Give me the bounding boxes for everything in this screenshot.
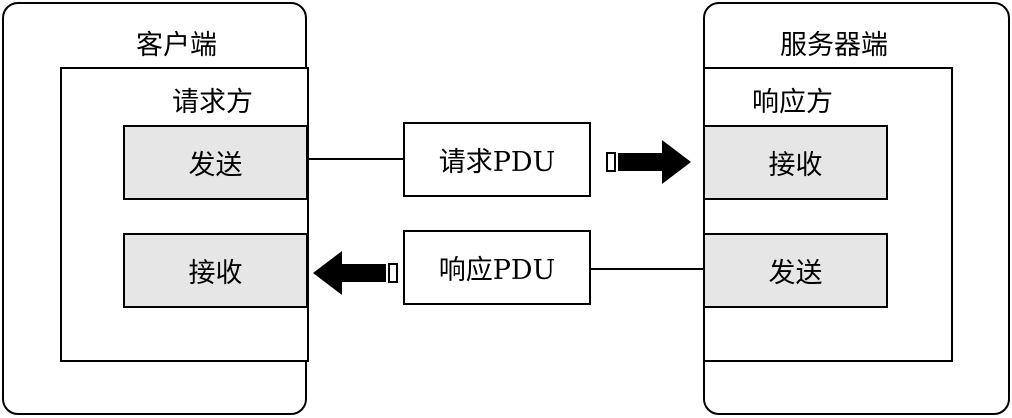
client-role-label: 请求方 — [172, 87, 253, 118]
left-arrow-icon — [313, 251, 398, 295]
server-receive-box: 接收 — [703, 125, 888, 200]
right-arrow-icon — [606, 140, 691, 184]
client-title: 客户端 — [136, 30, 217, 61]
request-connector-line — [308, 158, 404, 160]
response-connector-line — [590, 268, 703, 270]
server-responder-box — [703, 67, 953, 362]
client-receive-box: 接收 — [123, 233, 308, 308]
server-send-box: 发送 — [703, 233, 888, 308]
client-requester-box — [60, 67, 309, 362]
response-pdu-box: 响应PDU — [403, 230, 591, 305]
server-role-label: 响应方 — [752, 87, 833, 118]
request-pdu-box: 请求PDU — [403, 122, 591, 197]
server-title: 服务器端 — [780, 30, 888, 61]
client-send-box: 发送 — [123, 125, 308, 200]
